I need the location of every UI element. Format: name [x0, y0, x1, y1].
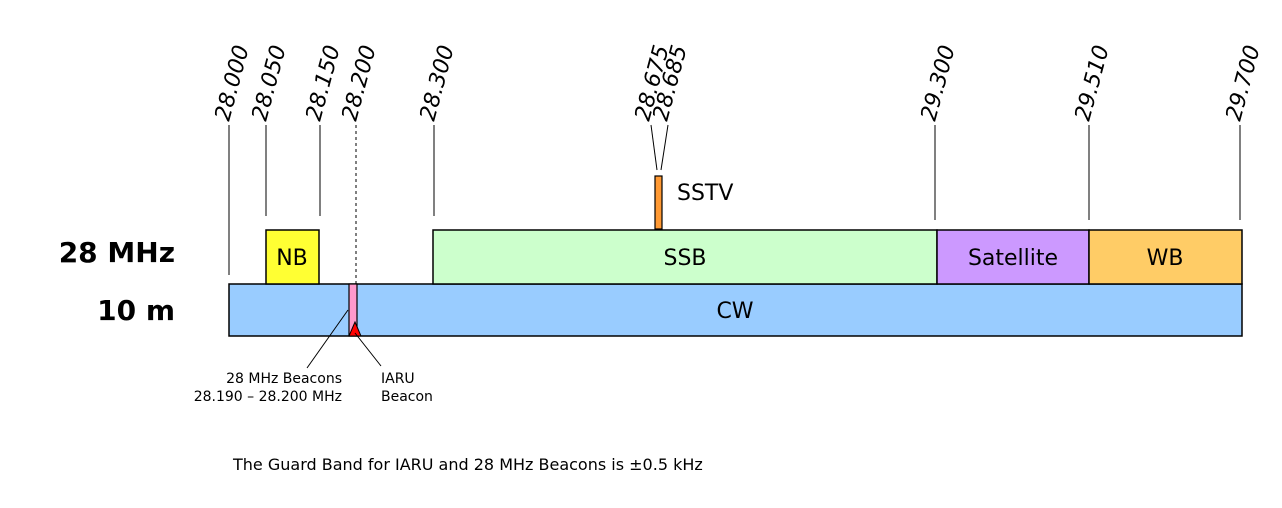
iaru-beacon-pointer	[354, 332, 382, 367]
tick-28675	[650, 124, 658, 171]
frequency-tick-lines	[228, 124, 1241, 275]
freq-label-28200: 28.200	[338, 43, 382, 124]
nb-label: NB	[276, 246, 308, 271]
freq-label-29300: 29.300	[917, 43, 961, 124]
wb-label: WB	[1147, 246, 1184, 271]
freq-label-28050: 28.050	[248, 43, 292, 124]
freq-label-29700: 29.700	[1222, 43, 1266, 124]
iaru-beacon-label-line1: IARU	[381, 371, 415, 387]
iaru-beacon-label-line2: Beacon	[381, 389, 433, 405]
iaru-beacon-marker	[348, 320, 362, 337]
wb-segment	[1088, 229, 1243, 285]
sstv-segment	[654, 175, 663, 230]
tick-28685	[660, 124, 669, 171]
guard-band-note: The Guard Band for IARU and 28 MHz Beaco…	[232, 455, 703, 474]
sstv-label: SSTV	[677, 181, 733, 206]
satellite-label: Satellite	[968, 246, 1058, 271]
beacon-range-pointer	[306, 309, 349, 369]
band-wavelength-label: 10 m	[97, 294, 175, 327]
beacon-range-label-line1: 28 MHz Beacons	[226, 371, 342, 387]
beacon-range-label-line2: 28.190 – 28.200 MHz	[194, 389, 342, 405]
ssb-label: SSB	[663, 246, 706, 271]
freq-label-28000: 28.000	[211, 43, 255, 124]
freq-label-28300: 28.300	[416, 43, 460, 124]
freq-label-29510: 29.510	[1071, 43, 1115, 124]
satellite-segment	[936, 229, 1090, 285]
cw-label: CW	[716, 299, 753, 324]
band-frequency-label: 28 MHz	[59, 236, 175, 269]
ssb-segment	[432, 229, 938, 285]
nb-segment	[265, 229, 320, 285]
